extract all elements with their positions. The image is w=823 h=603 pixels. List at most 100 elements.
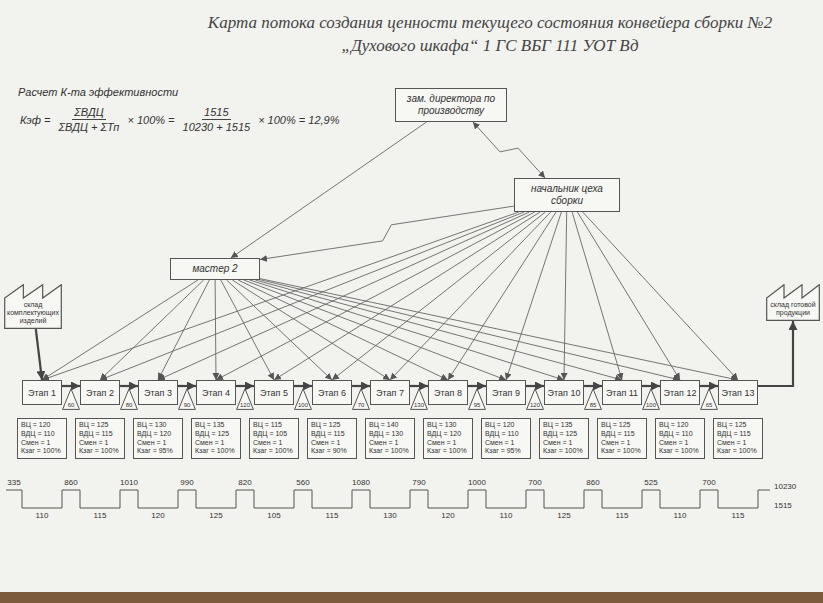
node-text: 85 [584,402,602,409]
inventory-triangle: 70 [352,388,370,410]
node-text: мастер 2 [175,263,255,275]
node-text: ВЦ = 115 [253,421,295,430]
node-text: Кзаг = 100% [427,447,469,456]
fraction-denominator: ΣВДЦ + ΣТп [56,120,121,133]
node-text: ВЦ = 125 [717,421,759,430]
node-text: зам. директора по производству [400,93,502,117]
triangle-outline [63,389,80,410]
formula-heading: Расчет К-та эффективности [18,86,178,98]
waiting-time: 860 [64,478,77,487]
factory-outline [767,285,820,321]
data-box: ВЦ = 130ВДЦ = 120Смен = 1Кзаг = 100% [423,418,473,459]
inventory-triangle: 130 [410,388,428,410]
process-time: 115 [326,511,339,520]
process-time: 115 [732,511,745,520]
material-flow-arrow [410,385,428,387]
material-flow-arrow [526,385,544,387]
info-flow-arrow [42,212,519,380]
waiting-time: 335 [7,478,20,487]
table-edge [0,592,823,603]
fraction-numerator: 1515 [202,106,230,120]
inventory-triangle: 95 [468,388,486,410]
node-text: Этап 3 [144,388,172,398]
node-text: ВДЦ = 110 [21,430,63,439]
triangle-outline [237,389,254,410]
node-text: ВДЦ = 125 [195,430,237,439]
info-flow-arrow [583,212,738,380]
data-box: ВЦ = 140ВДЦ = 130Смен = 1Кзаг = 100% [365,418,415,459]
info-flow-arrow [250,280,564,380]
node-text: Кзаг = 100% [21,447,63,456]
info-flow-arrow [238,280,448,380]
info-flow-arrow [100,212,524,380]
material-flow-arrow [352,385,370,387]
node-text: ВЦ = 135 [195,421,237,430]
info-flow-arrow [577,212,680,380]
customer-factory: склад готовой продукции [766,284,820,321]
info-flow-arrow [390,212,551,380]
process-box: Этап 12 [660,380,700,405]
material-flow-arrow [642,385,660,387]
waiting-time: 700 [528,478,541,487]
inventory-triangle: 90 [178,388,196,410]
waiting-time: 700 [702,478,715,487]
info-flow-arrow [260,279,738,380]
process-time: 105 [267,511,280,520]
fraction-denominator: 10230 + 1515 [181,120,253,133]
node-text: Кзаг = 100% [369,447,411,456]
material-flow-arrow [178,385,196,387]
node-text: ВЦ = 125 [311,421,353,430]
process-box: Этап 13 [718,380,758,405]
node-text: Смен = 1 [21,439,63,448]
node-text: 120 [526,402,544,409]
node-text: ВДЦ = 115 [79,430,121,439]
data-box: ВЦ = 125ВДЦ = 115Смен = 1Кзаг = 100% [597,418,647,459]
triangle-outline [643,389,660,410]
data-box: ВЦ = 125ВДЦ = 115Смен = 1Кзаг = 100% [75,418,125,459]
diagram-title: Карта потока создания ценности текущего … [190,12,790,58]
triangle-outline [179,389,196,410]
node-text: ВДЦ = 105 [253,430,295,439]
info-flow-arrow [100,280,204,380]
node-text: Кзаг = 90% [311,447,353,456]
node-text: Этап 4 [202,388,230,398]
data-box: ВЦ = 135ВДЦ = 125Смен = 1Кзаг = 100% [539,418,589,459]
node-text: Этап 2 [86,388,114,398]
node-text: Смен = 1 [253,439,295,448]
node-text: ВДЦ = 110 [659,430,701,439]
node-text: ВДЦ = 125 [543,430,585,439]
process-box: Этап 11 [602,380,642,405]
process-box: Этап 2 [80,380,120,405]
node-text: ВДЦ = 130 [369,430,411,439]
node-text: Этап 11 [606,388,638,398]
material-flow-arrow [120,385,138,387]
management-box: зам. директора по производству [395,88,507,122]
data-box: ВЦ = 135ВДЦ = 125Смен = 1Кзаг = 100% [191,418,241,459]
supplier-factory: склад комплектующих изделий [4,284,62,329]
waiting-time: 990 [180,478,193,487]
factory-outline [5,285,62,329]
node-text: ВЦ = 135 [543,421,585,430]
node-text: ВЦ = 120 [21,421,63,430]
inventory-triangle: 80 [120,388,138,410]
process-box: Этап 8 [428,380,468,405]
waiting-time: 790 [412,478,425,487]
data-box: ВЦ = 130ВДЦ = 120Смен = 1Кзаг = 95% [133,418,183,459]
node-text: Кзаг = 100% [79,447,121,456]
node-text: 90 [178,402,196,409]
material-flow-arrow [468,385,486,387]
node-text: ВЦ = 125 [601,421,643,430]
node-text: Этап 5 [260,388,288,398]
timeline-line [6,490,770,508]
formula-fraction: 151510230 + 1515 [181,106,253,133]
node-text: 95 [468,402,486,409]
info-flow-arrow [42,280,198,380]
process-box: Этап 1 [22,380,62,405]
management-box: начальник цеха сборки [514,178,620,212]
triangle-outline [585,389,602,410]
node-text: ВЦ = 125 [79,421,121,430]
node-text: Этап 7 [376,388,404,398]
material-flow-arrow [62,385,80,387]
waiting-time: 1080 [352,478,370,487]
